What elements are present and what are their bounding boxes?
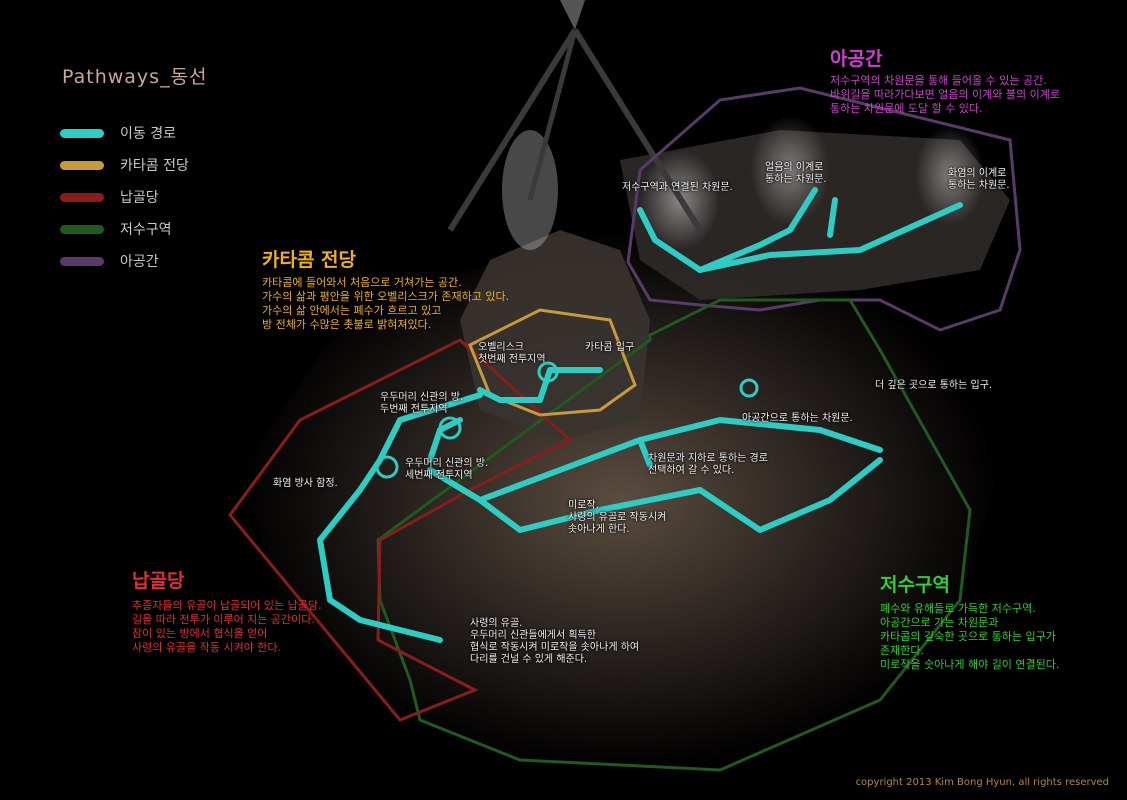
legend-item: 아공간	[60, 251, 159, 271]
ossuary-title: 납골당	[132, 570, 185, 592]
legend-item: 카타콤 전당	[60, 155, 189, 175]
annotation-reservoir-portal: 저수구역과 연결된 차원문.	[622, 182, 733, 193]
legend-swatch	[60, 192, 104, 202]
page-title: Pathways_동선	[62, 66, 208, 88]
pathway-route	[317, 187, 963, 643]
legend-swatch	[60, 160, 104, 170]
hall-description: 카타콤에 들어와서 처음으로 거쳐가는 공간. 가수의 삶과 평안을 위한 오벨…	[262, 276, 510, 331]
copyright: copyright 2013 Kim Bong Hyun, all rights…	[855, 777, 1109, 788]
legend-label: 아공간	[120, 254, 159, 270]
legend-item: 저수구역	[60, 219, 172, 239]
reservoir-description: 폐수와 유해들로 가득한 저수구역. 아공간으로 가는 차원문과 카타콤의 깊숙…	[880, 602, 1060, 671]
route-nodes	[375, 361, 759, 479]
annotation-priest-room-3: 우두머리 신관의 방. 세번째 전투지역	[405, 458, 489, 481]
reservoir-title: 저수구역	[880, 574, 950, 596]
annotation-ice-portal: 얼음의 이계로 통하는 차원문.	[765, 162, 827, 185]
subspace-title: 아공간	[830, 48, 883, 70]
annotation-route-choice: 차원문과 지하로 통하는 경로 선택하여 갈 수 있다.	[648, 453, 768, 476]
legend-item: 이동 경로	[60, 123, 176, 143]
subspace-description: 저수구역의 차원문을 통해 들어올 수 있는 공간. 바위길을 따라가다보면 얼…	[830, 74, 1061, 115]
hall-title: 카타콤 전당	[262, 249, 357, 271]
annotation-maze-pillar: 미로작. 사령의 유골로 작동시켜 솟아나게 한다.	[568, 500, 667, 535]
annotation-flame-trap: 화염 방사 함정.	[273, 478, 338, 489]
legend-label: 이동 경로	[120, 126, 176, 142]
annotation-deeper-entrance: 더 깊은 곳으로 통하는 입구.	[875, 380, 993, 391]
legend-swatch	[60, 224, 104, 234]
ossuary-description: 추종자들의 유골이 납골되어 있는 납골당. 길을 따라 전투가 이루어 지는 …	[132, 599, 322, 654]
annotation-subspace-portal: 아공간으로 통하는 차원문.	[742, 413, 853, 424]
region-reservoir-outline	[376, 298, 972, 772]
annotation-obelisk: 오벨리스크 첫번째 전투지역	[478, 342, 546, 365]
legend-item: 납골당	[60, 187, 159, 207]
annotation-priest-room-2: 우두머리 신관의 방. 두번째 전투지역	[380, 392, 464, 415]
annotation-entrance: 카타콤 입구	[585, 342, 635, 353]
legend-swatch	[60, 256, 104, 266]
legend-label: 카타콤 전당	[120, 158, 189, 174]
annotation-fire-portal: 화염의 이계로 통하는 차원문.	[948, 168, 1010, 191]
legend-swatch	[60, 128, 104, 138]
legend-label: 저수구역	[120, 222, 172, 238]
annotation-remains: 사령의 유골. 우두머리 신관들에게서 획득한 협식로 작동시켜 미로작을 솟아…	[470, 618, 640, 665]
legend-label: 납골당	[120, 190, 159, 206]
region-ossuary-outline	[228, 338, 573, 722]
